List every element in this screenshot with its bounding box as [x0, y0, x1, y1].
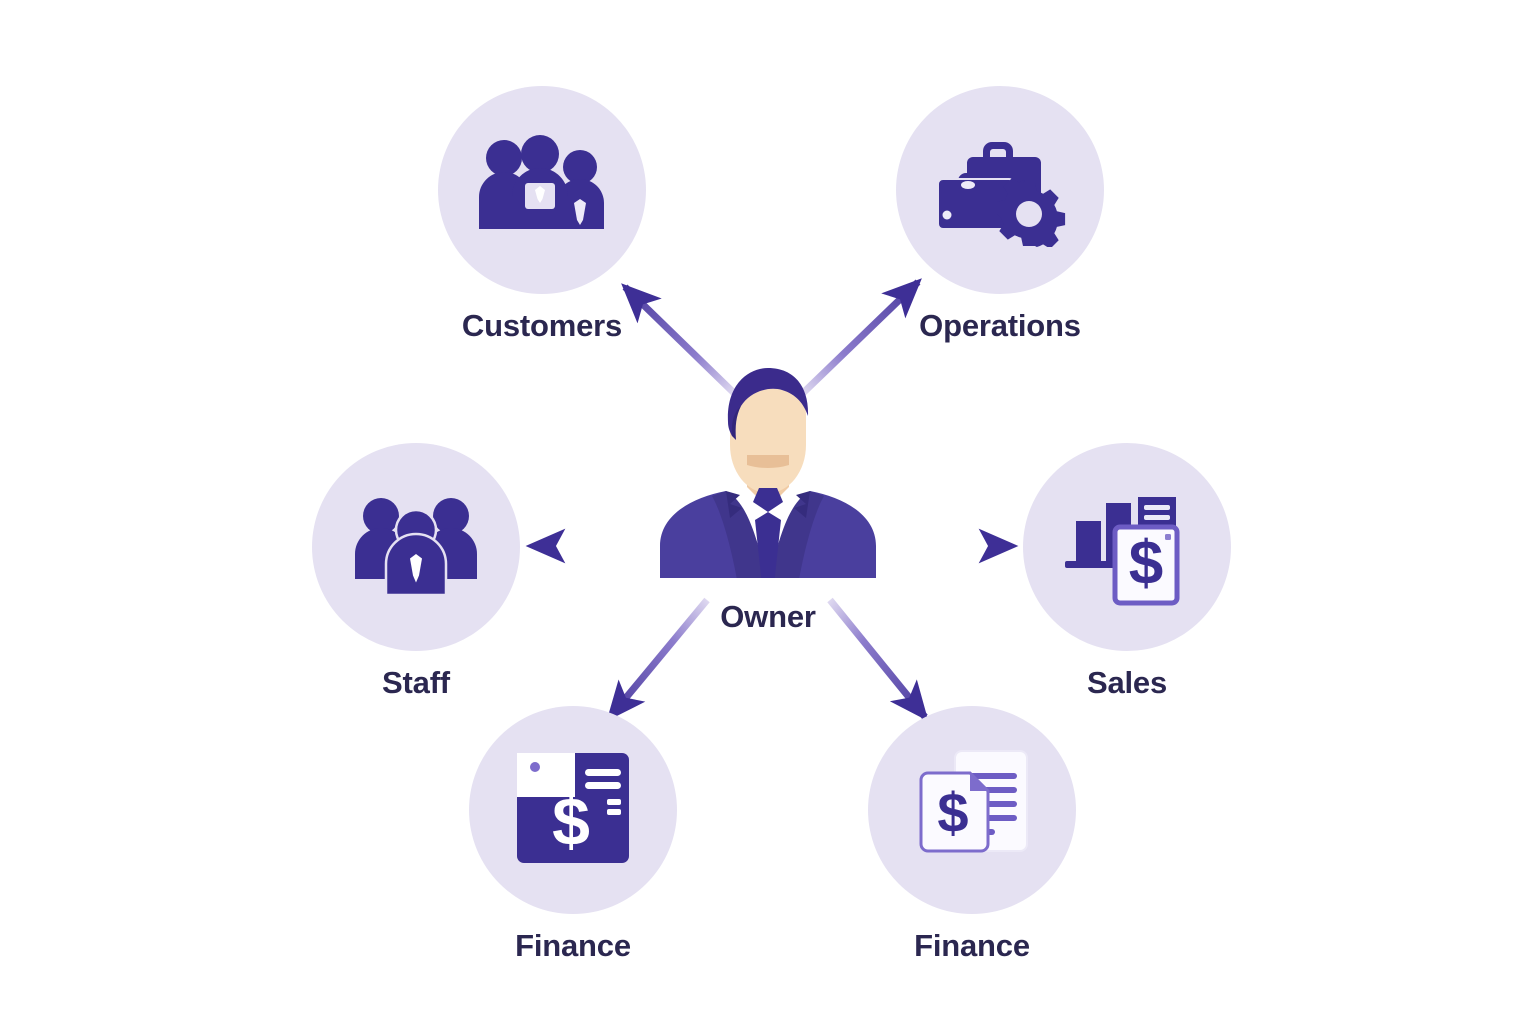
- briefcase-and-gear-icon: [933, 129, 1067, 252]
- node-customers-bubble[interactable]: [438, 86, 646, 294]
- node-sales-label: Sales: [1086, 665, 1167, 700]
- node-finance-2[interactable]: $ Finance: [857, 706, 1087, 964]
- node-sales-bubble[interactable]: $: [1023, 443, 1231, 651]
- group-of-customers-icon: [477, 133, 607, 248]
- node-finance-2-label: Finance: [914, 928, 1030, 963]
- bar-chart-with-dollar-receipt-icon: $: [1062, 483, 1192, 612]
- svg-text:$: $: [937, 781, 968, 844]
- node-customers-label: Customers: [461, 308, 623, 343]
- node-operations-bubble[interactable]: [896, 86, 1104, 294]
- dollar-card-icon: $: [513, 749, 633, 872]
- node-finance-2-bubble[interactable]: $: [868, 706, 1076, 914]
- node-customers[interactable]: Customers: [427, 86, 657, 344]
- node-finance-1[interactable]: $ Finance: [458, 706, 688, 964]
- businessman-avatar-icon: [646, 360, 890, 586]
- node-finance-1-label: Finance: [515, 928, 631, 963]
- node-finance-1-bubble[interactable]: $: [469, 706, 677, 914]
- node-operations-label: Operations: [919, 308, 1081, 343]
- node-operations[interactable]: Operations: [885, 86, 1115, 344]
- center-node-owner-label: Owner: [720, 599, 816, 634]
- team-of-staff-icon: [351, 491, 481, 604]
- node-staff-label: Staff: [382, 665, 450, 700]
- svg-text:$: $: [552, 784, 590, 860]
- dollar-documents-icon: $: [909, 747, 1035, 874]
- center-node-owner[interactable]: Owner: [646, 360, 890, 635]
- svg-text:$: $: [1129, 529, 1163, 598]
- node-sales[interactable]: $ Sales: [1012, 443, 1242, 701]
- node-staff[interactable]: Staff: [301, 443, 531, 701]
- node-staff-bubble[interactable]: [312, 443, 520, 651]
